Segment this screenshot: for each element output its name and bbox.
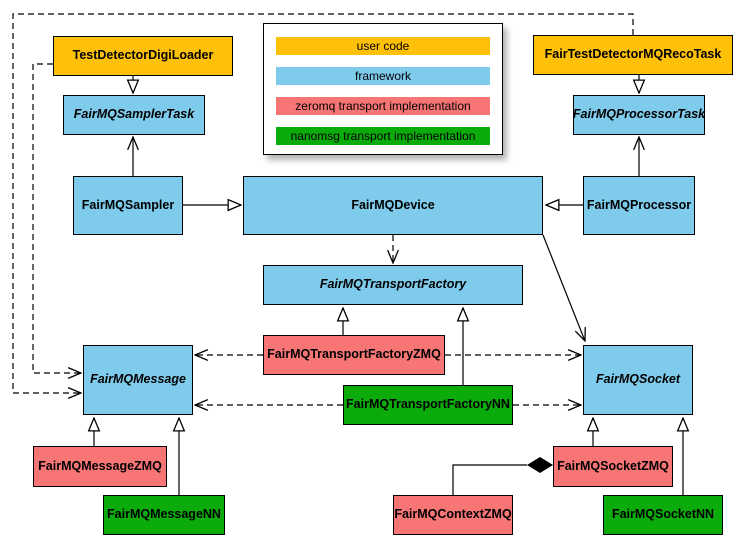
node-fairmqsamplertask: FairMQSamplerTask xyxy=(63,95,205,135)
node-fairmqsampler: FairMQSampler xyxy=(73,176,183,235)
legend-item-user-code: user code xyxy=(276,37,490,55)
node-fairmqcontextzmq: FairMQContextZMQ xyxy=(393,495,513,535)
node-fairmqtransportfactory: FairMQTransportFactory xyxy=(263,265,523,305)
node-fairmqsocketzmq: FairMQSocketZMQ xyxy=(553,446,673,487)
legend-label: nanomsg transport implementation xyxy=(290,129,476,143)
composition-contextzmq-socketzmq-line xyxy=(452,464,527,495)
node-fairmqsocketnn: FairMQSocketNN xyxy=(603,495,723,535)
node-fairmqprocessortask: FairMQProcessorTask xyxy=(573,95,705,135)
node-fairmqtransportfactoryzmq: FairMQTransportFactoryZMQ xyxy=(263,335,445,375)
node-testdetectordigiloader: TestDetectorDigiLoader xyxy=(53,36,233,76)
node-fairmqmessage: FairMQMessage xyxy=(83,345,193,415)
node-fairmqdevice: FairMQDevice xyxy=(243,176,543,235)
legend-item-zeromq: zeromq transport implementation xyxy=(276,97,490,115)
legend-item-nanomsg: nanomsg transport implementation xyxy=(276,127,490,145)
composition-diamond xyxy=(527,457,553,473)
node-fairmqmessagenn: FairMQMessageNN xyxy=(103,495,225,535)
dep-recotask-message xyxy=(12,13,634,393)
node-fairmqprocessor: FairMQProcessor xyxy=(583,176,695,235)
node-fairmqtransportfactorynn: FairMQTransportFactoryNN xyxy=(343,385,513,425)
node-fairmqsocket: FairMQSocket xyxy=(583,345,693,415)
dep-digiloader-message xyxy=(32,63,81,373)
legend-label: zeromq transport implementation xyxy=(295,99,471,113)
legend-label: user code xyxy=(356,39,410,53)
legend-item-framework: framework xyxy=(276,67,490,85)
legend: user code framework zeromq transport imp… xyxy=(263,23,503,155)
node-fairtestdetectormqrecotask: FairTestDetectorMQRecoTask xyxy=(533,35,733,75)
legend-label: framework xyxy=(354,69,411,83)
assoc-device-socket xyxy=(542,234,585,341)
node-fairmqmessagezmq: FairMQMessageZMQ xyxy=(33,446,167,487)
